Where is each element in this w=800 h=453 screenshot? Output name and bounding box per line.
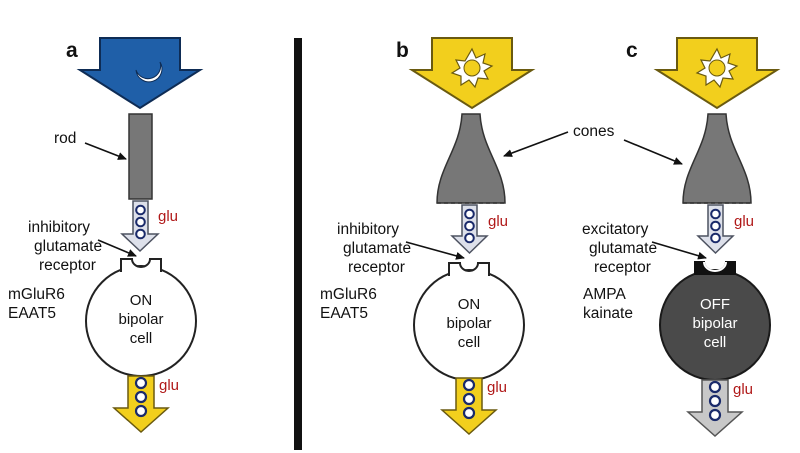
rod-pointer [84, 142, 127, 160]
receptor-label-a-3: receptor [39, 257, 96, 274]
receptor-pointer-c [651, 241, 707, 260]
glu-vesicle [134, 376, 148, 390]
cell-label-b-2: bipolar [446, 315, 491, 332]
glu-vesicle [464, 220, 475, 232]
receptor-pointer-a [97, 239, 137, 257]
gene-label-c-2: kainate [583, 305, 633, 322]
receptor-label-b-3: receptor [348, 259, 405, 276]
panel-letter-a: a [66, 39, 78, 62]
glu-label-bottom-a: glu [159, 377, 179, 394]
glu-vesicle [710, 220, 721, 232]
glu-vesicle [708, 394, 722, 408]
glu-vesicle [708, 380, 722, 394]
receptor-label-b-1: inhibitory [337, 221, 399, 238]
rod-label: rod [54, 130, 76, 147]
inhibitory-receptor-b [448, 262, 490, 276]
panel-divider [294, 38, 302, 450]
cell-label-c-3: cell [704, 334, 727, 351]
glu-vesicle [708, 408, 722, 422]
gene-label-b-2: EAAT5 [320, 305, 368, 322]
glu-output-arrow-a [112, 375, 170, 434]
glu-label-top-a: glu [158, 208, 178, 225]
receptor-label-c-3: receptor [594, 259, 651, 276]
receptor-label-c-1: excitatory [582, 221, 649, 238]
excitatory-receptor-c [694, 261, 736, 275]
panel-letter-c: c [626, 39, 638, 62]
cones-pointer-c [623, 139, 683, 165]
cell-label-c-2: bipolar [692, 315, 737, 332]
glu-label-top-b: glu [488, 213, 508, 230]
glu-vesicle [464, 208, 475, 220]
glu-vesicle [134, 390, 148, 404]
dark-light-arrow [76, 37, 204, 110]
gene-label-a-2: EAAT5 [8, 305, 56, 322]
glu-vesicle [462, 406, 476, 420]
cell-label-b-1: ON [458, 296, 481, 313]
glu-vesicle [464, 232, 475, 244]
glu-vesicle [135, 228, 146, 240]
gene-label-b-1: mGluR6 [320, 286, 377, 303]
inhibitory-receptor-a [120, 258, 162, 272]
glu-vesicle [135, 216, 146, 228]
glu-output-arrow-b [440, 377, 498, 436]
panel-letter-b: b [396, 39, 409, 62]
glu-output-arrow-c [686, 379, 744, 438]
sun-icon [450, 47, 494, 89]
cell-label-c-1: OFF [700, 296, 730, 313]
glu-vesicle [710, 232, 721, 244]
glu-label-bottom-c: glu [733, 381, 753, 398]
glu-vesicle [134, 404, 148, 418]
cones-pointer-b [503, 131, 569, 157]
receptor-label-a-2: glutamate [34, 238, 102, 255]
gene-label-c-1: AMPA [583, 286, 626, 303]
sun-icon [695, 47, 739, 89]
receptor-label-a-1: inhibitory [28, 219, 90, 236]
receptor-pointer-b [405, 241, 465, 260]
rod-photoreceptor [128, 113, 153, 200]
receptor-label-c-2: glutamate [589, 240, 657, 257]
gene-label-a-1: mGluR6 [8, 286, 65, 303]
cell-label-a-1: ON [130, 292, 153, 309]
cone-photoreceptor-b [436, 113, 506, 204]
moon-icon [135, 61, 163, 83]
cell-label-a-3: cell [130, 330, 153, 347]
receptor-label-b-2: glutamate [343, 240, 411, 257]
cones-label: cones [573, 123, 615, 140]
cone-photoreceptor-c [682, 113, 752, 204]
cell-label-b-3: cell [458, 334, 481, 351]
glu-label-top-c: glu [734, 213, 754, 230]
glu-vesicle [135, 204, 146, 216]
glu-vesicle [462, 392, 476, 406]
glu-vesicle [710, 208, 721, 220]
cell-label-a-2: bipolar [118, 311, 163, 328]
glu-vesicle [462, 378, 476, 392]
glu-label-bottom-b: glu [487, 379, 507, 396]
